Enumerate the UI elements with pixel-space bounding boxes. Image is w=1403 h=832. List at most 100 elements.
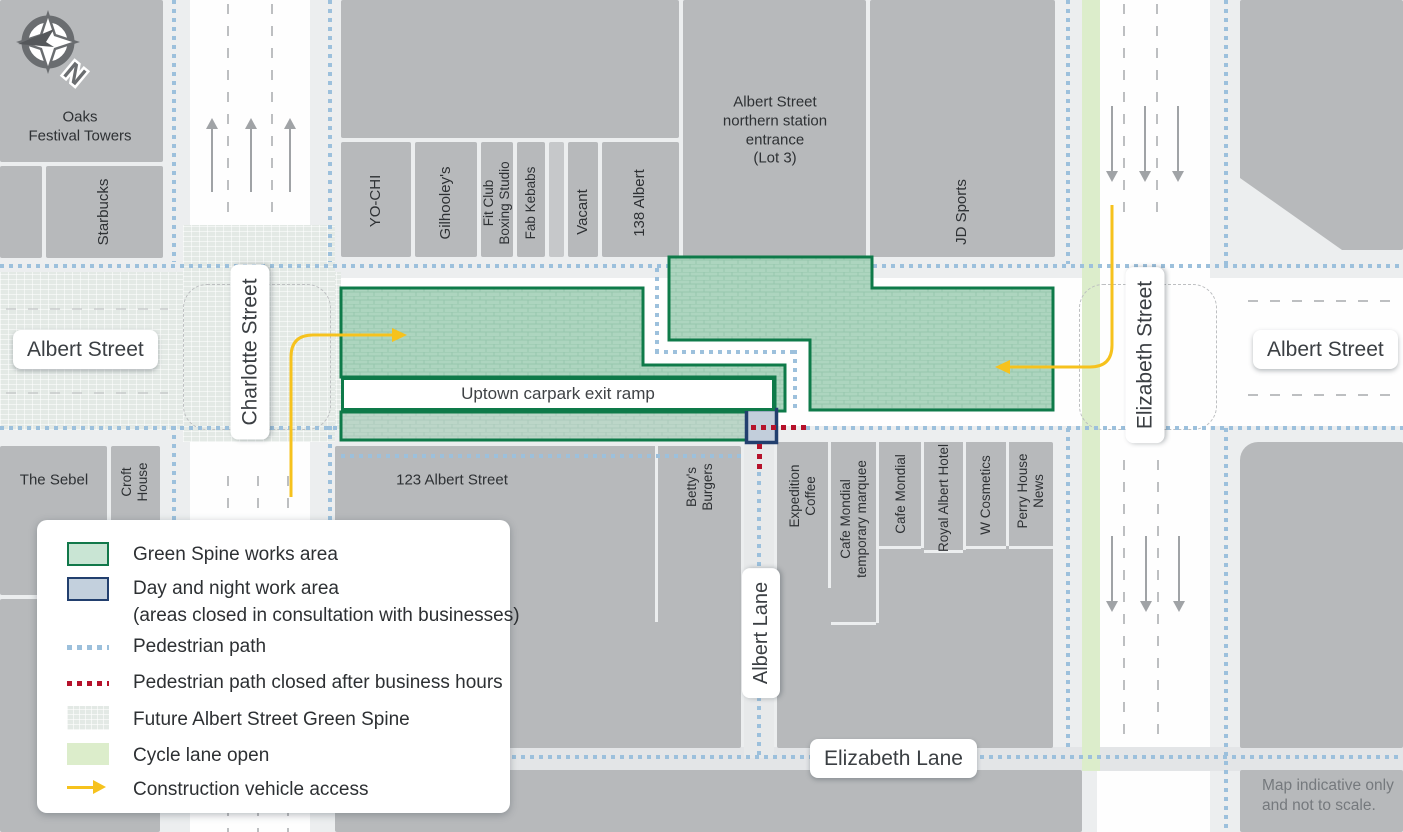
building-note-block — [1240, 770, 1403, 832]
lane-direction-arrow-down — [1139, 106, 1151, 182]
legend-swatch-future-spine — [67, 706, 109, 730]
building-label-vacant: Vacant — [574, 189, 591, 235]
lane-direction-arrow-up — [245, 118, 257, 192]
lane-direction-arrow-down — [1140, 536, 1152, 612]
building-label-station: Albert Street northern station entrance … — [722, 93, 828, 167]
legend-label-day-night-sub: (areas closed in consultation with busin… — [133, 605, 520, 626]
building-label-w-cosmetics: W Cosmetics — [977, 455, 993, 535]
legend-label-future-spine: Future Albert Street Green Spine — [133, 709, 410, 730]
lane-dash — [6, 392, 168, 394]
legend-label-day-night: Day and night work area — [133, 578, 339, 599]
legend-swatch-green-spine — [67, 542, 109, 566]
pedestrian-path — [172, 426, 176, 520]
lane-dash — [1156, 4, 1158, 216]
lane-dash — [271, 4, 273, 212]
pedestrian-path — [172, 0, 176, 262]
legend: Green Spine works area Day and night wor… — [37, 520, 520, 813]
lane-direction-arrow-down — [1172, 106, 1184, 182]
lane-dash — [1248, 300, 1398, 302]
pedestrian-path — [793, 350, 797, 410]
legend-label-vehicle-access: Construction vehicle access — [133, 779, 369, 800]
building-divider — [879, 546, 921, 549]
building-fit-club — [481, 142, 513, 257]
pedestrian-path — [0, 264, 1403, 268]
building-gilhooleys — [415, 142, 477, 257]
legend-swatch-cycle-lane — [67, 743, 109, 765]
lane-dash — [6, 308, 168, 310]
building-divider — [828, 442, 831, 588]
uptown-carpark-exit-ramp: Uptown carpark exit ramp — [341, 377, 775, 411]
street-label-elizabeth: Elizabeth Street — [1125, 266, 1165, 444]
pedestrian-path — [1066, 428, 1070, 750]
pedestrian-path — [328, 426, 332, 520]
building-label-croft: Croft House — [118, 462, 150, 502]
building-label-perry-house: Perry House News — [1014, 453, 1046, 529]
lane-dash — [1157, 460, 1159, 742]
building-vacant — [568, 142, 598, 257]
building-divider — [655, 446, 658, 622]
building-starbucks — [46, 166, 163, 258]
pedestrian-path — [328, 0, 332, 262]
legend-label-pedestrian-path: Pedestrian path — [133, 636, 267, 657]
legend-swatch-closed-path — [67, 681, 109, 686]
building-divider — [831, 622, 876, 625]
lane-direction-arrow-down — [1173, 536, 1185, 612]
pedestrian-path — [1224, 428, 1228, 832]
building-label-royal-albert: Royal Albert Hotel — [935, 443, 951, 553]
building-divider — [1009, 546, 1053, 549]
building-label-oaks: Oaks Festival Towers — [28, 108, 132, 144]
pedestrian-path-closed — [757, 444, 762, 470]
legend-label-green-spine: Green Spine works area — [133, 544, 338, 565]
legend-swatch-vehicle-access — [67, 786, 95, 789]
cycle-lane-open — [1082, 0, 1100, 771]
uptown-carpark-exit-ramp-label: Uptown carpark exit ramp — [461, 384, 655, 403]
building-label-sebel: The Sebel — [19, 471, 89, 489]
lane-direction-arrow-down — [1106, 106, 1118, 182]
building-fab-kebabs — [517, 142, 545, 257]
legend-swatch-vehicle-access-arrowhead — [93, 780, 106, 794]
building-divider — [963, 442, 966, 550]
building-label-cafe-mondial: Cafe Mondial — [892, 454, 908, 534]
lane-direction-arrow-up — [284, 118, 296, 192]
building-top-mass — [341, 0, 679, 138]
pedestrian-path — [1066, 0, 1070, 264]
building-label-123-albert: 123 Albert Street — [396, 471, 508, 489]
building-label-jd-sports: JD Sports — [953, 179, 970, 245]
lane-direction-arrow-up — [206, 118, 218, 192]
legend-label-cycle-lane: Cycle lane open — [133, 745, 270, 766]
building-southeast-corner — [1240, 442, 1403, 748]
building-label-starbucks: Starbucks — [95, 178, 112, 246]
building-divider — [876, 442, 879, 623]
building-station-entrance — [683, 0, 866, 257]
lane-dash — [1248, 394, 1398, 396]
street-label-albert-west: Albert Street — [13, 330, 158, 369]
lane-dash — [227, 4, 229, 212]
building-label-fitclub: Fit Club Boxing Studio — [480, 161, 512, 245]
street-label-charlotte: Charlotte Street — [230, 264, 270, 440]
lane-dash — [1123, 4, 1125, 216]
street-label-elizabeth-lane: Elizabeth Lane — [810, 739, 977, 778]
building-northeast-corner — [1240, 0, 1403, 250]
map-disclaimer-note: Map indicative only and not to scale. — [1262, 777, 1394, 815]
building-label-expedition: Expedition Coffee — [786, 464, 818, 528]
pedestrian-path — [0, 426, 338, 430]
pedestrian-path — [341, 454, 741, 458]
building-divider — [924, 550, 963, 553]
pedestrian-path-closed — [751, 425, 807, 430]
building-label-fabkebabs: Fab Kebabs — [522, 166, 538, 240]
building-divider — [966, 546, 1006, 549]
building-yo-chi — [341, 142, 411, 257]
lane-dash — [1123, 460, 1125, 742]
legend-swatch-pedestrian-path — [67, 645, 109, 650]
street-label-albert-east: Albert Street — [1253, 330, 1398, 369]
building-unlabeled — [549, 142, 564, 257]
pedestrian-path — [806, 426, 1403, 430]
building-label-bettys: Betty's Burgers — [683, 463, 715, 511]
building-unlabeled — [0, 166, 42, 258]
pedestrian-path — [1224, 0, 1228, 264]
legend-label-closed-path: Pedestrian path closed after business ho… — [133, 672, 503, 693]
building-label-gilhooleys: Gilhooley's — [437, 166, 454, 240]
building-138-albert — [602, 142, 679, 257]
pedestrian-path — [655, 268, 659, 354]
